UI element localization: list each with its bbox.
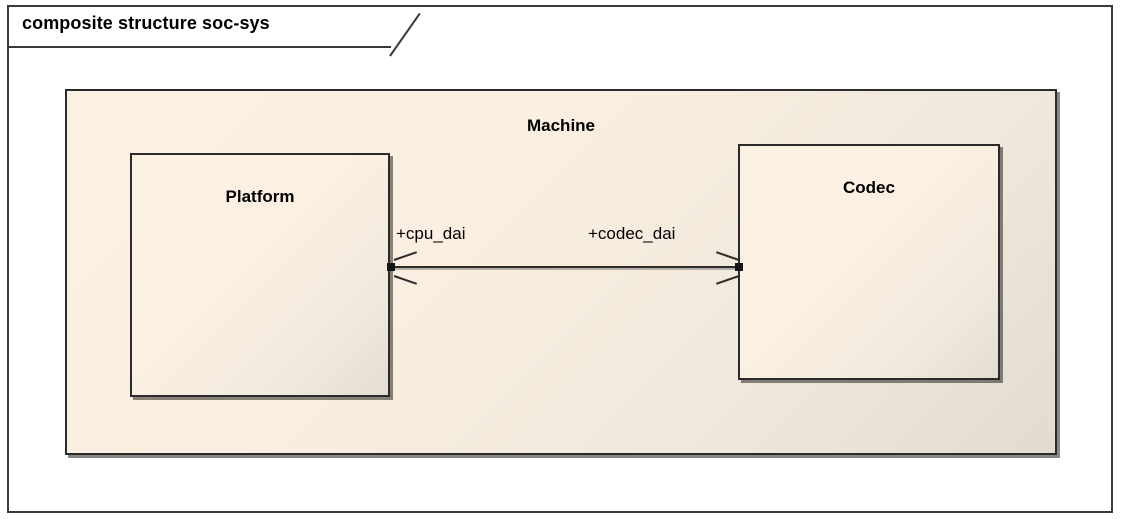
part-label-platform: Platform — [225, 187, 295, 206]
connector-role-label-source: +cpu_dai — [396, 224, 466, 243]
part-label-codec: Codec — [843, 178, 895, 197]
part-box-platform[interactable]: Platform — [130, 153, 390, 397]
assembly-connector-line[interactable] — [390, 266, 739, 268]
diagram-title-tab-underline — [7, 46, 391, 48]
port-platform-cpu-dai[interactable] — [387, 263, 395, 271]
part-box-codec[interactable]: Codec — [738, 144, 1000, 380]
diagram-title-tab — [7, 5, 425, 50]
connector-role-label-target: +codec_dai — [588, 224, 676, 243]
port-codec-codec-dai[interactable] — [735, 263, 743, 271]
diagram-title: composite structure soc-sys — [22, 13, 270, 33]
composite-label-machine: Machine — [526, 116, 596, 135]
